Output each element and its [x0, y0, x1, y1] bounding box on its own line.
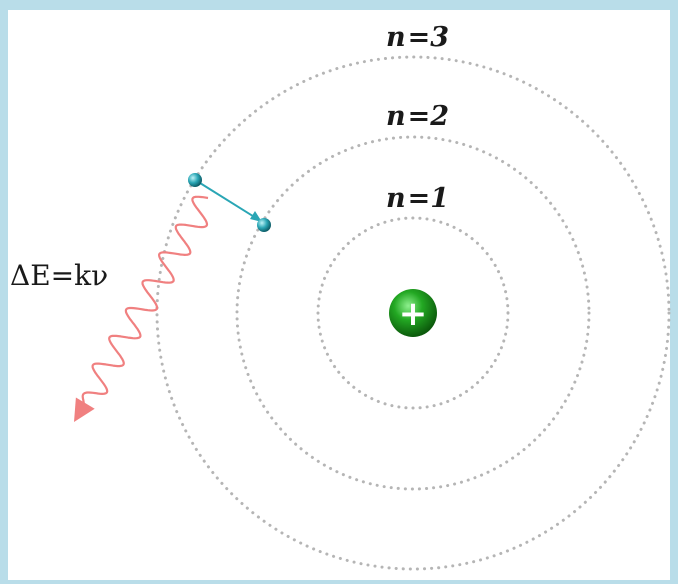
photon-wave-path	[83, 197, 208, 407]
electron-transition	[188, 173, 271, 232]
orbit-label-n3-num: 3	[430, 22, 449, 53]
photon-wave	[74, 197, 208, 422]
orbit-label-n3: n=3	[386, 22, 449, 53]
orbit-label-n2-symbol: n	[386, 101, 406, 132]
orbit-label-n1-symbol: n	[386, 183, 406, 214]
electron-initial	[188, 173, 202, 187]
svg-text:n=1: n=1	[386, 183, 449, 214]
orbit-label-n3-symbol: n	[386, 22, 406, 53]
orbit-label-n1-num: 1	[430, 183, 449, 214]
nucleus: +	[389, 289, 437, 337]
nucleus-plus-sign: +	[399, 294, 428, 334]
orbit-label-n1: n=1	[386, 183, 449, 214]
orbit-label-n2-num: 2	[429, 101, 449, 132]
orbit-label-n3-eq: =	[408, 22, 431, 53]
svg-text:n=3: n=3	[386, 22, 449, 53]
orbit-label-n1-eq: =	[408, 183, 431, 214]
orbit-label-n2: n=2	[386, 101, 449, 132]
photon-energy-equation: ΔE=kν	[10, 259, 108, 292]
orbit-label-n2-eq: =	[408, 101, 431, 132]
electron-final	[257, 218, 271, 232]
svg-text:n=2: n=2	[386, 101, 449, 132]
transition-arrow-line	[200, 183, 256, 218]
